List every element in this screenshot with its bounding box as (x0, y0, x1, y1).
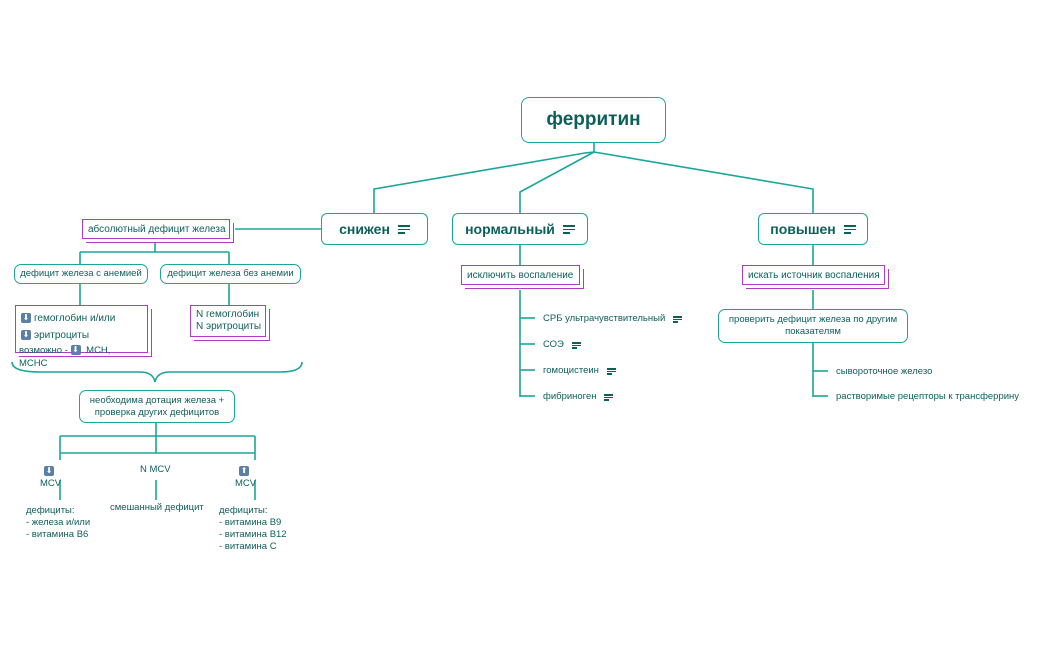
mchc-text: МСНС (19, 358, 48, 369)
absolute-deficiency-node[interactable]: абсолютный дефицит железа (82, 219, 230, 239)
exclude-inflammation-label: исключить воспаление (467, 269, 574, 281)
with-anemia-label: дефицит железа с анемией (20, 268, 142, 279)
test-esr-label: СОЭ (543, 339, 564, 350)
test-homocysteine[interactable]: гомоцистеин (543, 365, 616, 377)
test-homocysteine-label: гомоцистеин (543, 365, 599, 376)
root-label: ферритин (546, 109, 641, 130)
notes-icon[interactable] (571, 341, 581, 349)
high-mcv-label: ⬆ MCV (235, 466, 256, 490)
test-crp-label: СРБ ультрачувствительный (543, 313, 666, 324)
arrow-up-icon: ⬆ (239, 466, 250, 477)
mixed-deficit: смешанный дефицит (110, 502, 204, 513)
hemoglobin-text: гемоглобин и/или (34, 313, 116, 324)
supplement-node[interactable]: необходима дотация железа + проверка дру… (79, 390, 235, 423)
without-anemia-label: дефицит железа без анемии (167, 268, 294, 279)
check-iron-label: проверить дефицит железа по другим показ… (728, 314, 898, 337)
with-anemia-node[interactable]: дефицит железа с анемией (14, 264, 148, 284)
normal-hemoglobin-text: N гемоглобин (196, 309, 260, 320)
without-anemia-node[interactable]: дефицит железа без анемии (160, 264, 301, 284)
low-mcv-text: MCV (40, 478, 62, 489)
branch-low-label: снижен (339, 221, 390, 237)
test-esr[interactable]: СОЭ (543, 339, 581, 351)
arrow-down-icon: ⬇ (44, 466, 55, 477)
branch-normal[interactable]: нормальный (452, 213, 588, 245)
mch-label: МСН, (86, 345, 111, 356)
arrow-down-icon: ⬇ (70, 345, 81, 356)
possible-label: возможно - (19, 345, 68, 356)
notes-icon[interactable] (562, 224, 575, 234)
notes-icon[interactable] (673, 315, 683, 323)
branch-normal-label: нормальный (465, 221, 555, 237)
no-anemia-signs-node[interactable]: N гемоглобин N эритроциты (190, 305, 266, 337)
branch-high-label: повышен (770, 221, 836, 237)
supplement-label: необходима дотация железа + проверка дру… (89, 394, 225, 418)
erythrocytes-text: эритроциты (34, 330, 90, 341)
arrow-down-icon: ⬇ (21, 330, 31, 341)
test-fibrinogen[interactable]: фибриноген (543, 391, 614, 403)
high-mcv-deficits: дефициты: - витамина В9 - витамина В12 -… (219, 505, 287, 552)
notes-icon[interactable] (843, 224, 856, 234)
test-serum-iron[interactable]: сывороточное железо (836, 366, 933, 377)
branch-low[interactable]: снижен (321, 213, 428, 245)
test-fibrinogen-label: фибриноген (543, 391, 597, 402)
exclude-inflammation-node[interactable]: исключить воспаление (461, 265, 580, 285)
anemia-signs-node[interactable]: ⬇гемоглобин и/или ⬇эритроциты (15, 305, 148, 353)
root-node-ferritin[interactable]: ферритин (521, 97, 666, 143)
low-mcv-deficits: дефициты: - железа и/или - витамина В6 (26, 505, 91, 540)
absolute-deficiency-label: абсолютный дефицит железа (88, 223, 226, 235)
high-mcv-text: MCV (235, 478, 257, 489)
notes-icon[interactable] (606, 367, 616, 375)
notes-icon[interactable] (397, 224, 410, 234)
normal-erythrocytes-text: N эритроциты (196, 321, 262, 332)
arrow-down-icon: ⬇ (21, 313, 31, 324)
test-transferrin-receptors[interactable]: растворимые рецепторы к трансферрину (836, 391, 1020, 402)
check-iron-node[interactable]: проверить дефицит железа по другим показ… (718, 309, 908, 343)
test-crp[interactable]: СРБ ультрачувствительный (543, 313, 683, 325)
branch-high[interactable]: повышен (758, 213, 868, 245)
find-inflammation-label: искать источник воспаления (748, 269, 880, 281)
find-inflammation-node[interactable]: искать источник воспаления (742, 265, 885, 285)
normal-mcv-label: N MCV (140, 464, 171, 475)
possible-mch-text: возможно - ⬇ МСН, (19, 345, 110, 357)
notes-icon[interactable] (604, 393, 614, 401)
low-mcv-label: ⬇ MCV (40, 466, 61, 490)
